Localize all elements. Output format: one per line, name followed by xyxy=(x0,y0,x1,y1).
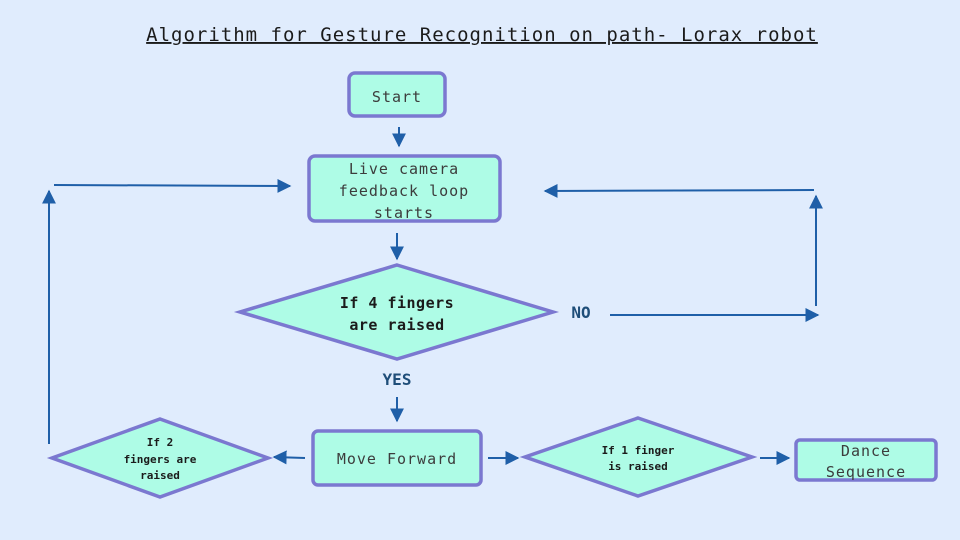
node-start-box xyxy=(347,71,447,118)
node-move-forward: Move Forward xyxy=(311,429,483,487)
edge-label-no: NO xyxy=(571,303,590,322)
edge-move-to-two-fingers xyxy=(272,450,306,465)
node-one-finger: If 1 finger is raised xyxy=(519,416,758,498)
node-two-fingers: If 2 fingers are raised xyxy=(46,417,274,499)
node-two-fingers-line-3: raised xyxy=(140,469,180,482)
node-dance-sequence-line-2: Sequence xyxy=(826,463,906,481)
node-dance-sequence: Dance Sequence xyxy=(794,438,938,482)
node-start-label: Start xyxy=(372,88,422,106)
node-camera-line-2: feedback loop xyxy=(339,182,469,200)
node-camera-box xyxy=(307,154,502,223)
node-one-finger-line-2: is raised xyxy=(608,460,668,473)
node-camera-line-1: Live camera xyxy=(349,160,459,178)
edge-label-yes: YES xyxy=(383,370,412,389)
node-dance-sequence-line-1: Dance xyxy=(841,442,891,460)
node-start: Start xyxy=(347,71,447,118)
node-two-fingers-diamond xyxy=(46,417,274,499)
node-four-fingers-line-1: If 4 fingers xyxy=(340,294,454,312)
node-camera: Live camera feedback loop starts xyxy=(307,154,502,223)
node-dance-sequence-box xyxy=(794,438,938,482)
edge-loop-to-camera xyxy=(53,178,292,193)
node-four-fingers-diamond xyxy=(233,263,560,361)
node-two-fingers-line-2: fingers are xyxy=(124,453,197,466)
node-one-finger-diamond xyxy=(519,416,758,498)
node-one-finger-line-1: If 1 finger xyxy=(602,444,675,457)
node-two-fingers-line-1: If 2 xyxy=(147,436,174,449)
diagram-title: Algorithm for Gesture Recognition on pat… xyxy=(146,24,818,46)
node-camera-line-3: starts xyxy=(374,204,434,222)
node-four-fingers: If 4 fingers are raised xyxy=(233,263,560,361)
edge-no-back-to-camera xyxy=(543,183,815,198)
node-four-fingers-line-2: are raised xyxy=(349,316,444,334)
node-move-forward-box xyxy=(311,429,483,487)
node-move-forward-label: Move Forward xyxy=(337,450,457,468)
